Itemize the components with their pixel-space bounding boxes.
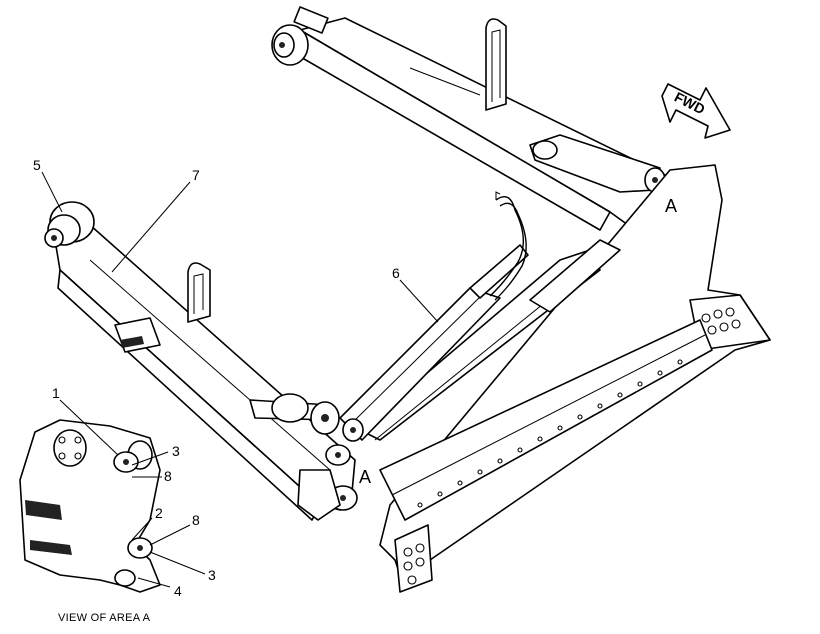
callout-2: 2 <box>155 505 163 521</box>
callout-1: 1 <box>52 385 60 401</box>
callout-5: 5 <box>33 157 41 173</box>
tilt-cylinder <box>339 191 529 442</box>
area-a-marker-upper: A <box>665 196 677 216</box>
detail-view-area-a <box>19 419 161 593</box>
front-frame <box>359 164 771 593</box>
callout-3-lower: 3 <box>208 567 216 583</box>
view-caption: VIEW OF AREA A <box>58 612 151 624</box>
beam-hole-row <box>417 359 683 508</box>
callout-7: 7 <box>192 167 200 183</box>
front-push-arm <box>44 201 358 521</box>
rear-push-arm <box>271 6 666 267</box>
callout-8-lower: 8 <box>192 512 200 528</box>
forward-direction-arrow: FWD <box>661 83 731 139</box>
callout-4: 4 <box>174 583 182 599</box>
callout-8-upper: 8 <box>164 468 172 484</box>
callout-leader-lines <box>41 171 439 588</box>
area-a-marker-lower: A <box>359 467 371 487</box>
callout-3-upper: 3 <box>172 443 180 459</box>
callout-6: 6 <box>392 265 400 281</box>
